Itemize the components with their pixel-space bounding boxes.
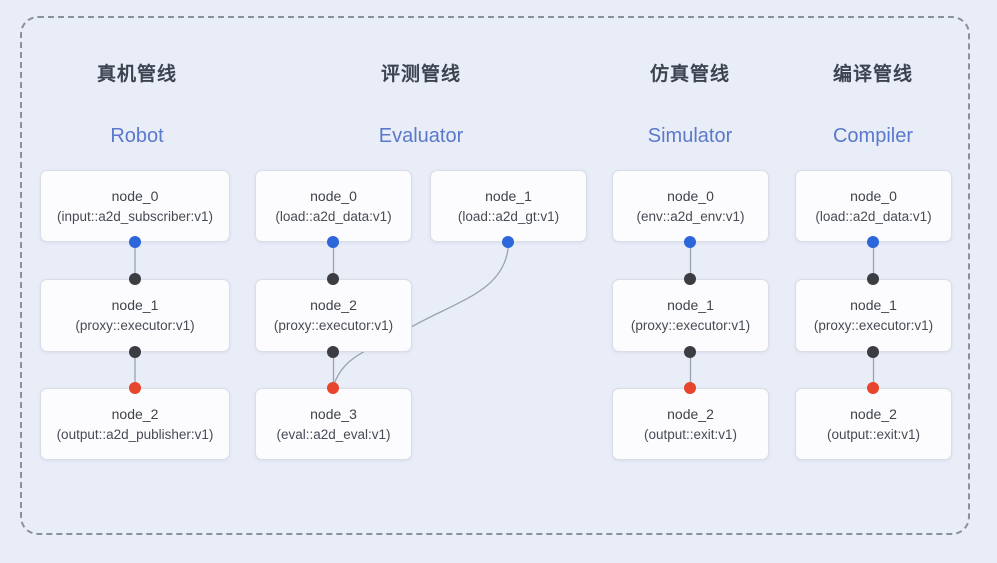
node-name: node_0	[667, 187, 714, 204]
port-dot-red-simulator-node_2-in[interactable]	[684, 382, 696, 394]
port-dot-blue-evaluator-node_0-out[interactable]	[327, 236, 339, 248]
port-dot-blue-evaluator-node_1-out[interactable]	[502, 236, 514, 248]
node-type: (output::a2d_publisher:v1)	[56, 426, 214, 442]
port-dot-red-compiler-node_2-in[interactable]	[867, 382, 879, 394]
node-name: node_0	[850, 187, 897, 204]
node-type: (proxy::executor:v1)	[630, 318, 751, 333]
pipeline-subtitle-simulator: Simulator	[647, 125, 733, 147]
node-name: node_1	[667, 297, 714, 313]
node-type: (eval::a2d_eval:v1)	[276, 426, 391, 442]
node-card-simulator-node_0[interactable]: node_0 (env::a2d_env:v1)	[612, 170, 769, 242]
header-robot: 真机管线 Robot	[37, 62, 237, 148]
node-name: node_0	[111, 187, 159, 204]
header-evaluator: 评测管线 Evaluator	[321, 62, 521, 148]
node-name: node_1	[485, 187, 532, 204]
port-dot-blue-robot-node_0-out[interactable]	[129, 236, 141, 248]
node-card-compiler-node_0[interactable]: node_0 (load::a2d_data:v1)	[795, 170, 952, 242]
port-dot-black-compiler-node_1-in[interactable]	[867, 273, 879, 285]
pipeline-title-simulator: 仿真管线	[649, 64, 730, 85]
node-type: (proxy::executor:v1)	[75, 318, 195, 333]
node-card-evaluator-node_3[interactable]: node_3 (eval::a2d_eval:v1)	[255, 388, 412, 460]
node-type: (load::a2d_data:v1)	[815, 208, 932, 224]
node-type: (input::a2d_subscriber:v1)	[56, 208, 214, 224]
node-card-robot-node_1[interactable]: node_1 (proxy::executor:v1)	[40, 279, 230, 352]
node-type: (proxy::executor:v1)	[813, 318, 934, 333]
port-dot-black-evaluator-node_2-in[interactable]	[327, 273, 339, 285]
node-name: node_1	[111, 297, 159, 313]
port-dot-black-evaluator-node_2-out[interactable]	[327, 346, 339, 358]
node-name: node_0	[310, 187, 357, 204]
pipeline-subtitle-robot: Robot	[110, 125, 164, 147]
node-card-compiler-node_1[interactable]: node_1 (proxy::executor:v1)	[795, 279, 952, 352]
node-name: node_3	[310, 405, 357, 422]
node-card-robot-node_0[interactable]: node_0 (input::a2d_subscriber:v1)	[40, 170, 230, 242]
header-compiler: 编译管线 Compiler	[773, 62, 973, 148]
pipeline-subtitle-evaluator: Evaluator	[378, 125, 464, 147]
node-card-simulator-node_1[interactable]: node_1 (proxy::executor:v1)	[612, 279, 769, 352]
node-name: node_2	[667, 405, 714, 422]
node-name: node_2	[111, 405, 159, 422]
pipeline-title-robot: 真机管线	[96, 64, 177, 85]
node-type: (env::a2d_env:v1)	[636, 208, 745, 224]
node-type: (load::a2d_data:v1)	[275, 208, 392, 224]
node-type: (proxy::executor:v1)	[273, 318, 394, 333]
dashed-board-frame	[20, 16, 970, 535]
node-card-simulator-node_2[interactable]: node_2 (output::exit:v1)	[612, 388, 769, 460]
port-dot-black-robot-node_1-out[interactable]	[129, 346, 141, 358]
node-card-evaluator-node_1[interactable]: node_1 (load::a2d_gt:v1)	[430, 170, 587, 242]
node-name: node_2	[850, 405, 897, 422]
node-type: (output::exit:v1)	[826, 426, 921, 442]
node-card-evaluator-node_2[interactable]: node_2 (proxy::executor:v1)	[255, 279, 412, 352]
port-dot-red-robot-node_2-in[interactable]	[129, 382, 141, 394]
node-name: node_2	[310, 297, 357, 313]
pipeline-subtitle-compiler: Compiler	[832, 125, 914, 147]
port-dot-black-compiler-node_1-out[interactable]	[867, 346, 879, 358]
node-type: (load::a2d_gt:v1)	[457, 208, 560, 224]
pipeline-title-evaluator: 评测管线	[380, 64, 461, 85]
node-card-robot-node_2[interactable]: node_2 (output::a2d_publisher:v1)	[40, 388, 230, 460]
port-dot-black-simulator-node_1-out[interactable]	[684, 346, 696, 358]
port-dot-red-evaluator-node_3-in[interactable]	[327, 382, 339, 394]
port-dot-black-robot-node_1-in[interactable]	[129, 273, 141, 285]
port-dot-blue-simulator-node_0-out[interactable]	[684, 236, 696, 248]
header-simulator: 仿真管线 Simulator	[590, 62, 790, 148]
node-card-compiler-node_2[interactable]: node_2 (output::exit:v1)	[795, 388, 952, 460]
port-dot-blue-compiler-node_0-out[interactable]	[867, 236, 879, 248]
node-card-evaluator-node_0[interactable]: node_0 (load::a2d_data:v1)	[255, 170, 412, 242]
pipeline-title-compiler: 编译管线	[832, 64, 913, 85]
node-name: node_1	[850, 297, 897, 313]
node-type: (output::exit:v1)	[643, 426, 738, 442]
port-dot-black-simulator-node_1-in[interactable]	[684, 273, 696, 285]
